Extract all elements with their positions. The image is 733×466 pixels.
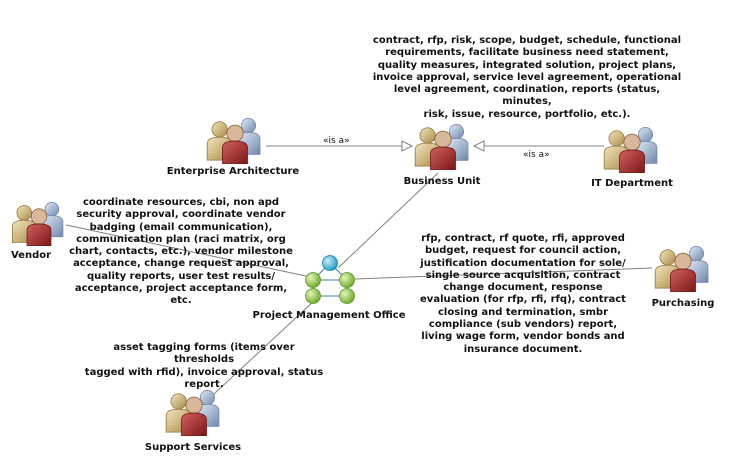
arrowhead-ea-business-unit (401, 140, 414, 152)
vendor-label: Vendor (10, 250, 52, 261)
arrowhead-it-business-unit (472, 140, 485, 152)
business-unit-people-icon (414, 124, 469, 170)
edge-vendor-to-pmo (65, 224, 307, 277)
edge-pmo-to-support-services (213, 299, 316, 395)
support-services-people-icon (165, 390, 220, 436)
vendor-deliverables-note: coordinate resources, cbi, non apd secur… (69, 197, 293, 307)
enterprise-architecture-label: Enterprise Architecture (166, 166, 300, 177)
vendor-people-icon (11, 201, 64, 246)
ea-is-a-relation-label: «is a» (323, 136, 350, 146)
support-services-label: Support Services (144, 442, 242, 453)
purchasing-label: Purchasing (651, 298, 715, 309)
pmo-label: Project Management Office (252, 310, 406, 321)
purchasing-deliverables-note: rfp, contract, rf quote, rfi, approved b… (420, 233, 626, 355)
business-unit-label: Business Unit (403, 176, 481, 187)
business-unit-deliverables-note: contract, rfp, risk, scope, budget, sche… (372, 35, 682, 120)
support-services-deliverables-note: asset tagging forms (items over threshol… (84, 342, 324, 390)
it-department-label: IT Department (591, 178, 673, 189)
purchasing-people-icon (654, 246, 709, 292)
it-department-people-icon (603, 127, 658, 173)
enterprise-architecture-people-icon (206, 118, 261, 164)
it-is-a-relation-label: «is a» (523, 150, 550, 160)
edge-pmo-to-purchasing (354, 267, 653, 280)
pmo-network-hub-icon (305, 255, 355, 304)
edge-business-unit-to-pmo (337, 172, 439, 269)
